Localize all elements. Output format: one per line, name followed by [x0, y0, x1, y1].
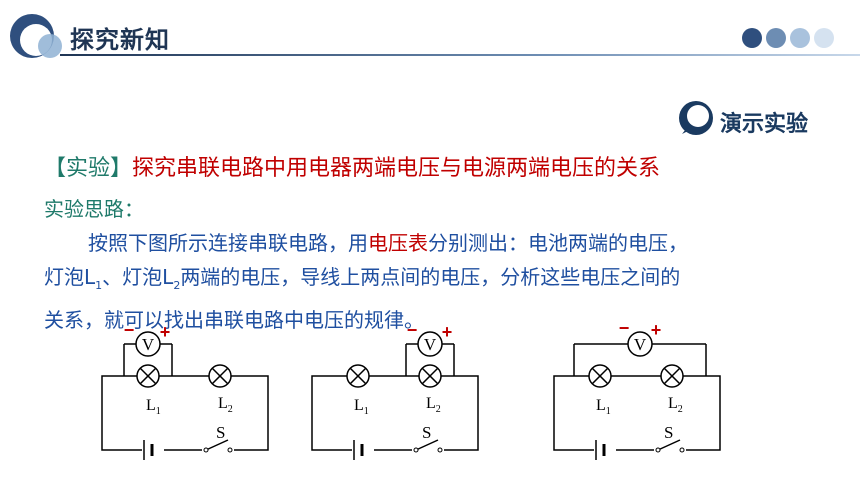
lamp-2-label: L2: [218, 395, 233, 415]
page-title: 探究新知: [70, 26, 170, 54]
voltmeter-label: V: [634, 335, 647, 354]
heading-tag: 【实验】: [44, 156, 133, 181]
lamp-1-label: L1: [354, 397, 369, 417]
lamp-1-label: L1: [596, 397, 611, 417]
para-sub-1: 1: [95, 279, 103, 292]
para-part-4: 、灯泡L: [102, 265, 174, 289]
para-part-6: 关系，就可以找出串联电路中电压的规律。: [44, 308, 424, 332]
slide-header: 探究新知: [0, 0, 860, 80]
voltmeter-icon: [627, 331, 653, 357]
para-part-3: 灯泡L: [44, 265, 96, 289]
switch-label: S: [664, 423, 673, 442]
lamp-2-label: L2: [426, 395, 441, 415]
plus-sign: +: [160, 322, 171, 342]
para-part-2: 分别测出：电池两端的电压，: [428, 231, 688, 255]
circuit-diagram-1: V − + L1 L2 S: [101, 322, 269, 460]
switch-label: S: [216, 423, 225, 442]
dot-4: [814, 28, 834, 48]
voltmeter-label: V: [142, 335, 155, 354]
minus-sign: −: [619, 322, 630, 338]
lamp-1-label: L1: [146, 397, 161, 417]
body-paragraph: 按照下图所示连接串联电路，用电压表分别测出：电池两端的电压， 灯泡L1、灯泡L2…: [44, 226, 804, 337]
minus-sign: −: [407, 322, 418, 340]
demo-label: 演示实验: [720, 112, 809, 137]
experiment-heading: 【实验】探究串联电路中用电器两端电压与电源两端电压的关系: [44, 150, 660, 182]
circuit-diagram-3: V − + L1 L2 S: [553, 322, 721, 460]
plus-sign: +: [442, 322, 453, 342]
voltmeter-icon: [417, 331, 443, 357]
voltmeter-icon: [135, 331, 161, 357]
para-highlight: 电压表: [368, 231, 428, 255]
para-sub-2: 2: [173, 279, 181, 292]
voltmeter-label: V: [424, 335, 437, 354]
para-part-5: 两端的电压，导线上两点间的电压，分析这些电压之间的: [180, 265, 681, 289]
logo-dot: [38, 34, 62, 58]
lamp-2-label: L2: [668, 395, 683, 415]
switch-label: S: [422, 423, 431, 442]
minus-sign: −: [124, 322, 135, 340]
dot-3: [790, 28, 810, 48]
demo-icon: [679, 101, 713, 135]
circuit-diagram-2: V − + L1 L2 S: [311, 322, 479, 460]
dot-1: [742, 28, 762, 48]
heading-text: 探究串联电路中用电器两端电压与电源两端电压的关系: [132, 156, 661, 181]
dot-2: [766, 28, 786, 48]
plus-sign: +: [651, 322, 662, 340]
header-divider: [60, 54, 860, 56]
para-part-1: 按照下图所示连接串联电路，用: [88, 231, 368, 255]
subheading: 实验思路：: [44, 197, 144, 221]
